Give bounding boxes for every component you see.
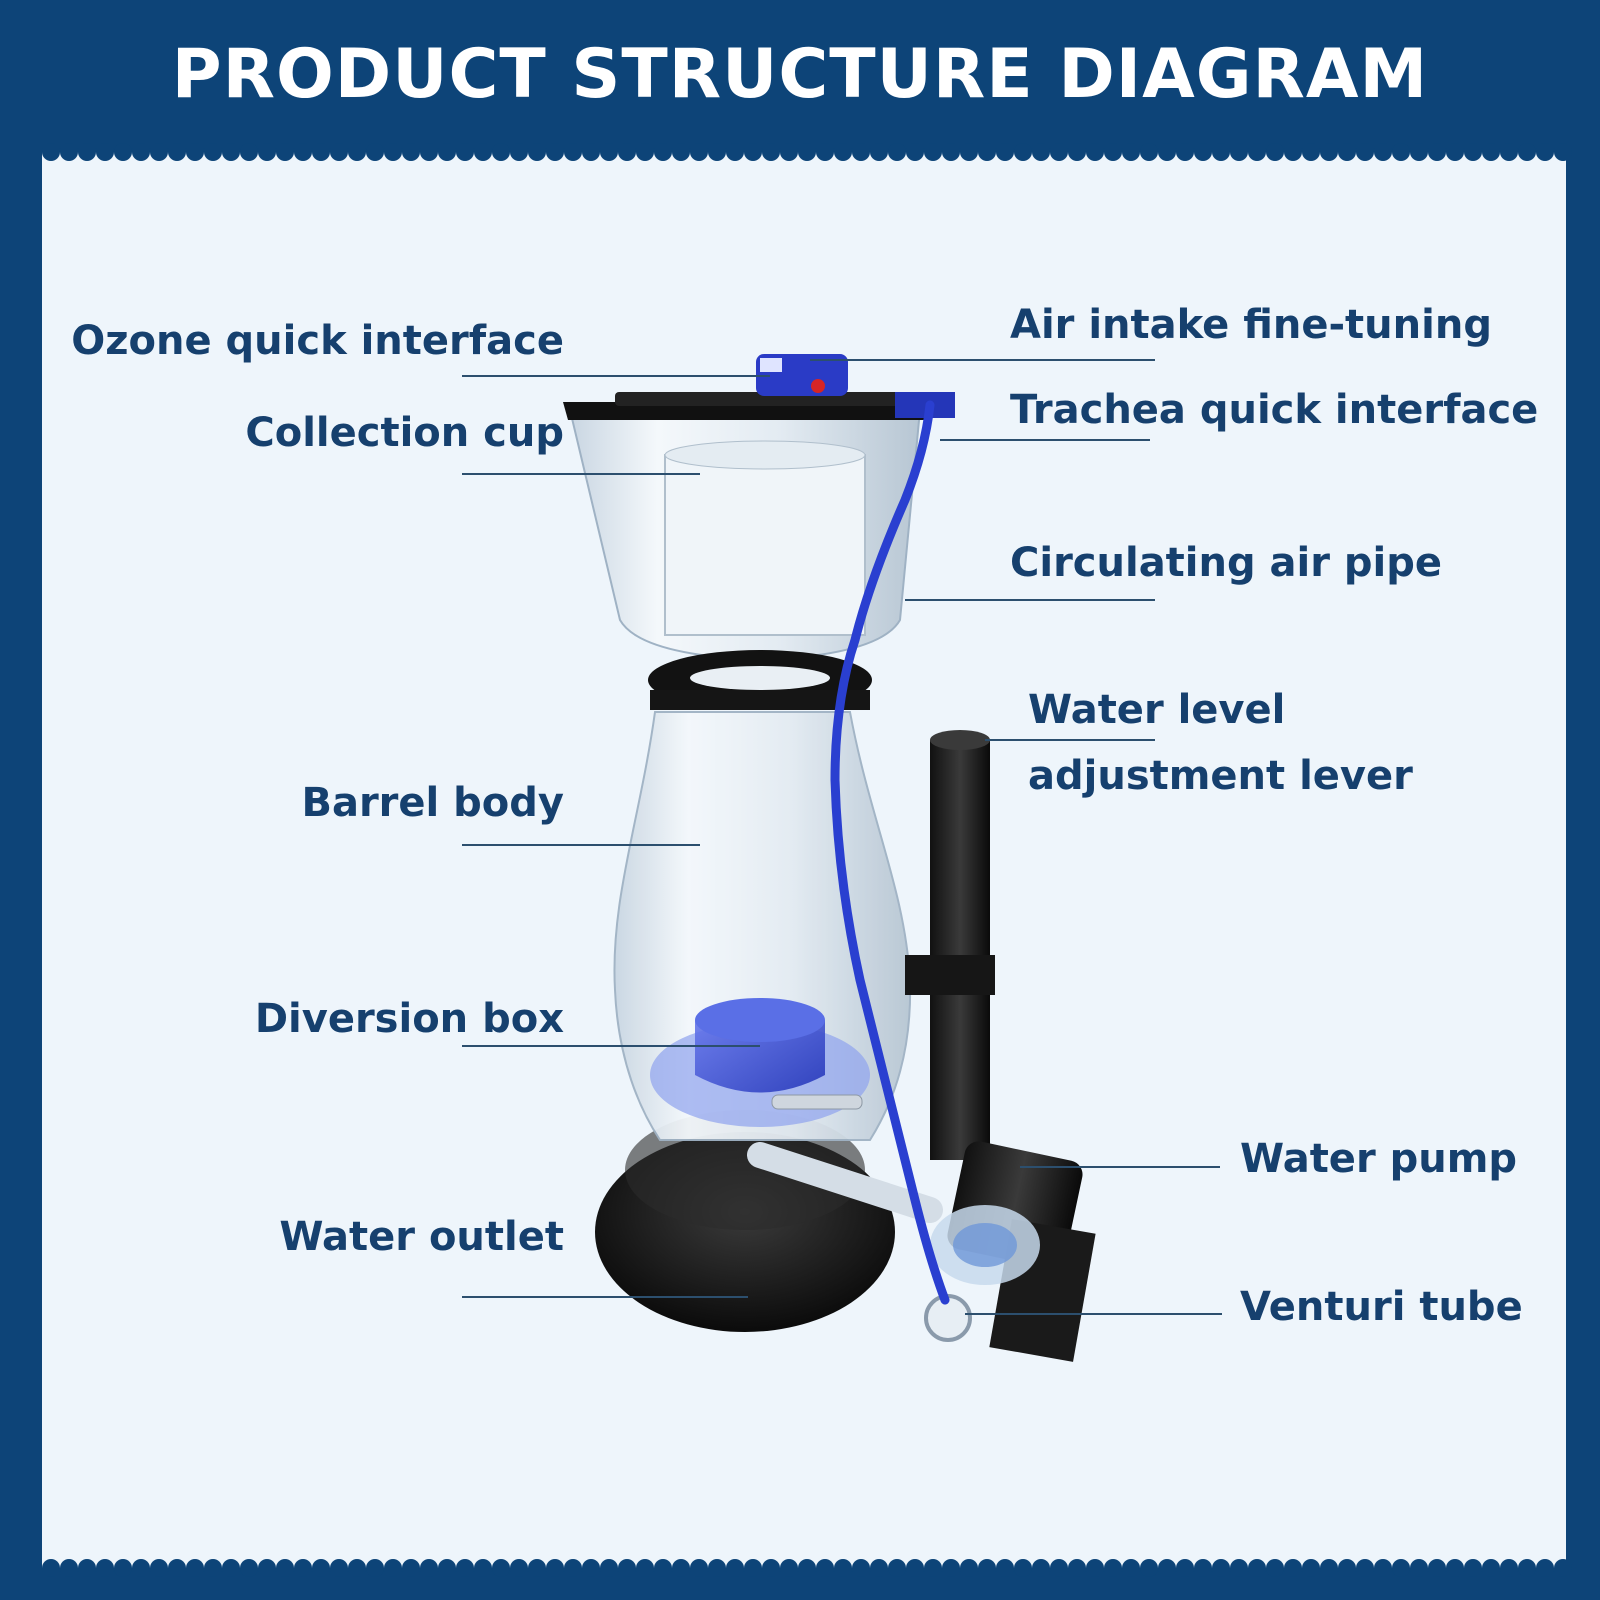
label-circulating-air-pipe: Circulating air pipe: [1010, 540, 1443, 586]
label-trachea-quick-interface: Trachea quick interface: [1010, 387, 1539, 433]
cup-lid: [563, 402, 935, 420]
circulating-air-pipe-shape: [830, 400, 950, 1305]
label-venturi-tube: Venturi tube: [1240, 1284, 1523, 1330]
label-barrel-body: Barrel body: [301, 780, 564, 826]
label-air-intake-fine-tuning: Air intake fine-tuning: [1010, 302, 1492, 348]
venturi-tube-shape: [747, 1142, 943, 1223]
scalloped-edge-bottom: [42, 1559, 1572, 1577]
scalloped-edge-top: [42, 143, 1572, 161]
label-diversion-box: Diversion box: [254, 996, 564, 1042]
label-water-pump: Water pump: [1240, 1136, 1518, 1182]
protein-skimmer-illustration: [563, 354, 1096, 1362]
water-level-lever-shape: [930, 740, 990, 1160]
label-water-level-adjustment-lever: Water level adjustment lever: [1028, 687, 1413, 799]
label-ozone-quick-interface: Ozone quick interface: [71, 318, 564, 364]
water-pump-shape: [930, 1141, 1096, 1362]
label-water-outlet: Water outlet: [279, 1214, 564, 1260]
label-collection-cup: Collection cup: [245, 410, 564, 456]
leader-lines: [462, 359, 1222, 1315]
page-title: PRODUCT STRUCTURE DIAGRAM: [171, 35, 1429, 114]
